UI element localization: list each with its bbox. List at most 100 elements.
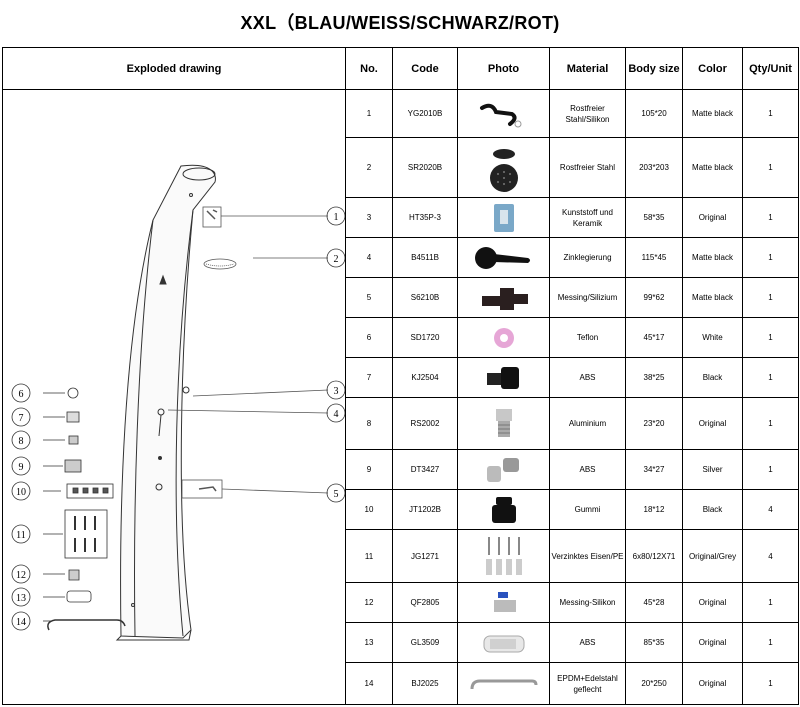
cell-no: 4 xyxy=(345,237,393,278)
cell-code: S6210B xyxy=(392,277,458,318)
hose-connector-photo xyxy=(486,366,519,389)
callout-6 xyxy=(11,383,31,403)
callout-6-label: 6 xyxy=(19,389,24,400)
cell-material: Verzinktes Eisen/PE xyxy=(549,529,626,583)
callout-11-label: 11 xyxy=(16,530,26,541)
table-row: 9 DT3427 ABS 34*27 Silver 1 xyxy=(3,449,799,490)
parts-table: Exploded drawing No. Code Photo Material… xyxy=(2,47,799,705)
table-row: 8 RS2002 Aluminium 23*20 Original 1 xyxy=(3,397,799,450)
cell-no: 10 xyxy=(345,489,393,530)
cell-qty: 1 xyxy=(742,317,799,358)
callout-1 xyxy=(326,206,345,226)
callout-1-label: 1 xyxy=(334,212,339,223)
cell-code: YG2010B xyxy=(392,89,458,138)
cell-color: Black xyxy=(682,357,743,398)
cell-size: 45*17 xyxy=(625,317,683,358)
cell-size: 6x80/12X71 xyxy=(625,529,683,583)
callout-7-label: 7 xyxy=(19,413,24,424)
ball-valve-photo xyxy=(493,591,516,612)
table-row: 1 2 3 4 5 6 7 8 9 10 11 12 13 14 xyxy=(2,89,799,705)
cell-code: JT1202B xyxy=(392,489,458,530)
header-exploded-drawing: Exploded drawing xyxy=(2,47,346,90)
cell-no: 8 xyxy=(345,397,393,450)
cell-size: 18*12 xyxy=(625,489,683,530)
header-no: No. xyxy=(345,47,393,90)
table-row: 3 HT35P-3 Kunststoff und Keramik 58*35 O… xyxy=(3,197,799,238)
cell-color: Matte black xyxy=(682,89,743,138)
cell-code: BJ2025 xyxy=(392,662,458,705)
page-title: XXL（BLAU/WEISS/SCHWARZ/ROT) xyxy=(240,13,560,33)
cell-size: 20*250 xyxy=(625,662,683,705)
shower-arm-photo xyxy=(479,103,521,127)
cell-material: Messing/Silizium xyxy=(549,277,626,318)
cell-color: Original xyxy=(682,582,743,623)
cell-material: Teflon xyxy=(549,317,626,358)
cell-qty: 4 xyxy=(742,489,799,530)
callout-10-label: 10 xyxy=(16,487,26,498)
cell-color: Original/Grey xyxy=(682,529,743,583)
aluminium-adapter-photo xyxy=(495,408,512,437)
cell-qty: 1 xyxy=(742,662,799,705)
cell-no: 1 xyxy=(345,89,393,138)
callout-2-label: 2 xyxy=(334,254,339,265)
cell-qty: 1 xyxy=(742,582,799,623)
cell-photo xyxy=(457,397,550,450)
callout-11 xyxy=(11,524,31,544)
table-row: 4 B4511B Zinklegierung 115*45 Matte blac… xyxy=(3,237,799,278)
cell-size: 23*20 xyxy=(625,397,683,450)
cell-material: ABS xyxy=(549,357,626,398)
callout-8-label: 8 xyxy=(19,436,24,447)
cell-size: 85*35 xyxy=(625,622,683,663)
callout-13 xyxy=(11,587,31,607)
cell-material: Rostfreier Stahl/Silikon xyxy=(549,89,626,138)
cell-no: 7 xyxy=(345,357,393,398)
table-row: 10 JT1202B Gummi 18*12 Black 4 xyxy=(3,489,799,530)
cell-material: ABS xyxy=(549,622,626,663)
cell-code: JG1271 xyxy=(392,529,458,583)
cell-photo xyxy=(457,197,550,238)
cell-color: Matte black xyxy=(682,277,743,318)
callout-14 xyxy=(11,611,31,631)
cell-material: Zinklegierung xyxy=(549,237,626,278)
table-row: 7 KJ2504 ABS 38*25 Black 1 xyxy=(3,357,799,398)
cell-color: White xyxy=(682,317,743,358)
cell-no: 3 xyxy=(345,197,393,238)
cell-no: 2 xyxy=(345,137,393,198)
cell-photo xyxy=(457,277,550,318)
cell-material: EPDM+Edelstahl geflecht xyxy=(549,662,626,705)
callout-12-label: 12 xyxy=(16,570,26,581)
cell-qty: 4 xyxy=(742,529,799,583)
cell-color: Original xyxy=(682,197,743,238)
cell-material: Gummi xyxy=(549,489,626,530)
silver-fitting-photo xyxy=(486,457,519,482)
cell-photo xyxy=(457,317,550,358)
cell-qty: 1 xyxy=(742,137,799,198)
cell-color: Matte black xyxy=(682,137,743,198)
cell-no: 6 xyxy=(345,317,393,358)
cell-color: Matte black xyxy=(682,237,743,278)
table-row: 14 BJ2025 EPDM+Edelstahl geflecht 20*250… xyxy=(3,662,799,705)
cell-photo xyxy=(457,137,550,198)
cell-color: Original xyxy=(682,397,743,450)
cell-qty: 1 xyxy=(742,277,799,318)
cell-no: 14 xyxy=(345,662,393,705)
cell-color: Original xyxy=(682,662,743,705)
cell-qty: 1 xyxy=(742,237,799,278)
cell-size: 105*20 xyxy=(625,89,683,138)
callout-5 xyxy=(326,483,345,503)
cell-color: Silver xyxy=(682,449,743,490)
cell-no: 11 xyxy=(345,529,393,583)
cell-qty: 1 xyxy=(742,197,799,238)
cell-material: ABS xyxy=(549,449,626,490)
cell-photo xyxy=(457,449,550,490)
callout-14-label: 14 xyxy=(16,617,26,628)
header-photo: Photo xyxy=(457,47,550,90)
callout-12 xyxy=(11,564,31,584)
cell-photo xyxy=(457,662,550,705)
callout-9 xyxy=(11,456,31,476)
cell-no: 5 xyxy=(345,277,393,318)
cell-color: Black xyxy=(682,489,743,530)
callout-7 xyxy=(11,407,31,427)
cell-material: Kunststoff und Keramik xyxy=(549,197,626,238)
table-row: 13 GL3509 ABS 85*35 Original 1 xyxy=(3,622,799,663)
